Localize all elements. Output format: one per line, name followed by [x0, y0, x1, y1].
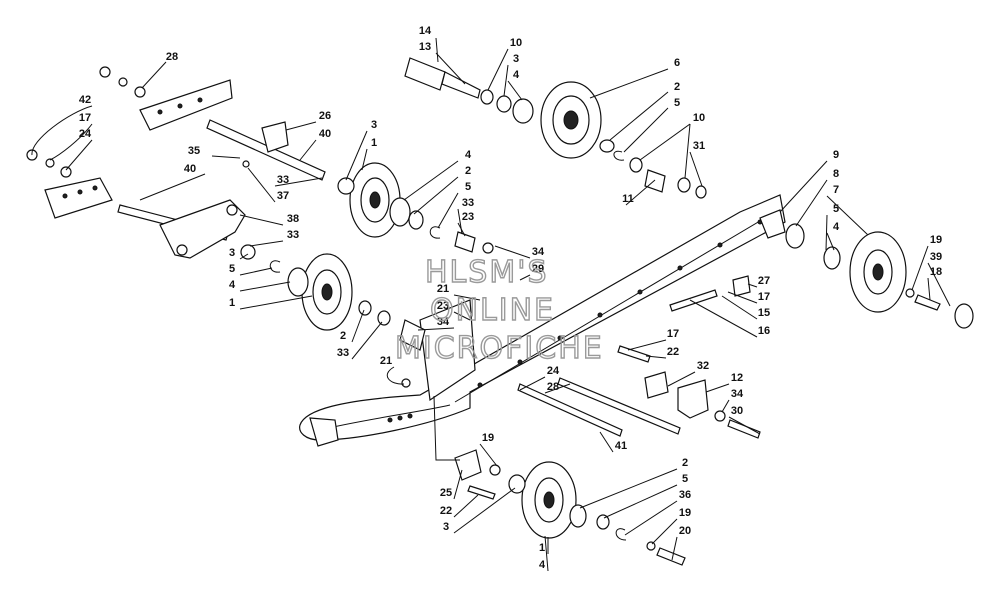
callout-1: 1	[229, 297, 235, 309]
callout-23: 23	[462, 211, 474, 223]
callout-26: 26	[319, 110, 331, 122]
callout-4: 4	[229, 279, 236, 291]
callout-17: 17	[667, 328, 679, 340]
callout-8: 8	[833, 168, 839, 180]
callout-5: 5	[682, 473, 688, 485]
callout-33: 33	[462, 197, 474, 209]
callout-18: 18	[930, 266, 942, 278]
rear-wheel-7	[759, 209, 974, 329]
callout-15: 15	[758, 307, 770, 319]
callout-3: 3	[371, 119, 377, 131]
callout-5: 5	[229, 263, 235, 275]
callout-12: 12	[731, 372, 743, 384]
callout-41: 41	[615, 440, 627, 452]
callout-28: 28	[547, 381, 559, 393]
callout-25: 25	[440, 487, 452, 499]
upper-bushing-14	[404, 57, 625, 161]
callout-35: 35	[188, 145, 200, 157]
callout-5: 5	[674, 97, 680, 109]
callout-19: 19	[482, 432, 494, 444]
callout-22: 22	[440, 505, 452, 517]
callout-34: 34	[731, 388, 744, 400]
callout-42: 42	[79, 94, 91, 106]
callout-36: 36	[679, 489, 691, 501]
callout-34: 34	[437, 316, 450, 328]
watermark-line-2: ONLINE	[430, 293, 555, 328]
callout-40: 40	[184, 163, 196, 175]
callout-5: 5	[465, 181, 471, 193]
callout-40: 40	[319, 128, 331, 140]
callout-3: 3	[229, 247, 235, 259]
callout-21: 21	[380, 355, 392, 367]
callout-4: 4	[513, 69, 520, 81]
callout-34: 34	[532, 246, 545, 258]
callout-1: 1	[539, 542, 545, 554]
callout-10: 10	[693, 112, 705, 124]
callout-33: 33	[287, 229, 299, 241]
callout-28: 28	[166, 51, 178, 63]
callout-9: 9	[833, 149, 839, 161]
watermark-line-3: MICROFICHE	[395, 331, 604, 366]
callout-27: 27	[758, 275, 770, 287]
slide-rail	[299, 194, 786, 447]
bolts-41	[517, 289, 718, 437]
callout-20: 20	[679, 525, 691, 537]
callout-21: 21	[437, 283, 449, 295]
callout-39: 39	[930, 251, 942, 263]
callout-2: 2	[465, 165, 471, 177]
idler-bushings-10-11	[629, 157, 707, 199]
callout-30: 30	[731, 405, 743, 417]
center-wheel-1	[337, 162, 494, 254]
callout-7: 7	[833, 184, 839, 196]
callout-32: 32	[697, 360, 709, 372]
callout-2: 2	[674, 81, 680, 93]
leader-lines	[31, 37, 951, 572]
callout-3: 3	[443, 521, 449, 533]
callout-19: 19	[679, 507, 691, 519]
callout-1: 1	[371, 137, 377, 149]
callout-4: 4	[465, 149, 472, 161]
callout-10: 10	[510, 37, 522, 49]
watermark: HLSM'S ONLINE MICROFICHE	[394, 254, 604, 366]
callout-6: 6	[674, 57, 680, 69]
upper-wheel-6	[540, 81, 602, 159]
callout-17: 17	[758, 291, 770, 303]
callout-14: 14	[419, 25, 432, 37]
callout-5: 5	[833, 203, 839, 215]
watermark-line-1: HLSM'S	[425, 255, 549, 290]
callout-19: 19	[930, 234, 942, 246]
left-wheel-1	[240, 244, 426, 351]
tunnel-frame-left	[44, 79, 233, 219]
callout-24: 24	[79, 128, 92, 140]
rear-arm-assembly	[117, 119, 326, 259]
callout-17: 17	[79, 112, 91, 124]
small-nuts	[26, 66, 411, 388]
callout-3: 3	[513, 53, 519, 65]
callout-38: 38	[287, 213, 299, 225]
lower-wheel-1	[454, 449, 686, 566]
callout-24: 24	[547, 365, 560, 377]
callout-29: 29	[532, 263, 544, 275]
callout-13: 13	[419, 41, 431, 53]
callout-37: 37	[277, 190, 289, 202]
callout-2: 2	[682, 457, 688, 469]
callout-16: 16	[758, 325, 770, 337]
callout-33: 33	[337, 347, 349, 359]
callout-33: 33	[277, 174, 289, 186]
callout-11: 11	[622, 193, 634, 205]
callout-31: 31	[693, 140, 705, 152]
callout-23: 23	[437, 300, 449, 312]
callout-4: 4	[833, 221, 840, 233]
callout-4: 4	[539, 559, 546, 571]
callout-22: 22	[667, 346, 679, 358]
callout-2: 2	[340, 330, 346, 342]
